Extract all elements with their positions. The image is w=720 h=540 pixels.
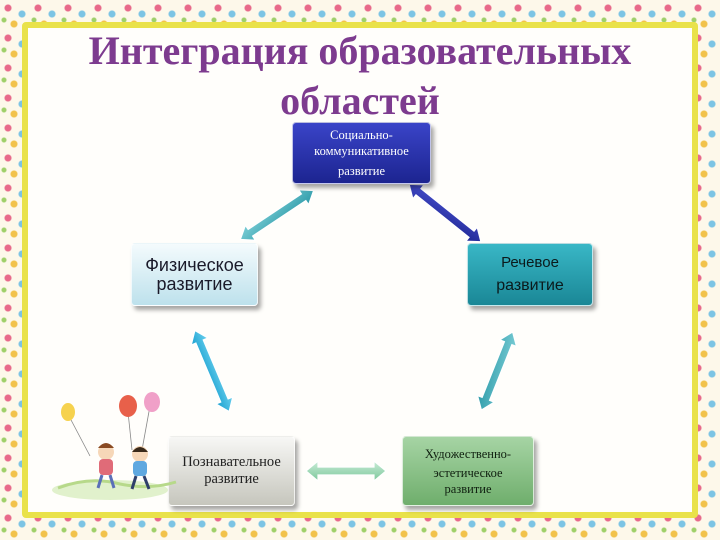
node-artistic-line-2: эстетическое	[433, 465, 503, 480]
arrow-physical-cognitive	[190, 329, 234, 413]
node-cognitive-line-1: Познавательное	[182, 454, 281, 470]
node-speech-line-2: развитие	[496, 277, 564, 294]
node-physical-line-2: развитие	[156, 273, 233, 294]
node-artistic-aesthetic: Художественно- эстетическое развитие	[402, 436, 534, 506]
arrow-social-physical	[239, 189, 315, 241]
node-social-line-1: Социально-	[330, 128, 393, 142]
node-artistic-line-3: развитие	[444, 481, 492, 496]
node-cognitive: Познавательное развитие	[168, 436, 295, 506]
node-physical: Физическое развитие	[131, 243, 258, 306]
node-artistic-line-1: Художественно-	[424, 446, 512, 461]
node-speech-line-1: Речевое	[501, 254, 559, 271]
node-social-line-3: развитие	[337, 164, 386, 178]
arrow-cognitive-artistic	[305, 459, 387, 483]
node-cognitive-line-2: развитие	[204, 471, 259, 487]
arrow-speech-artistic	[476, 331, 518, 411]
slide-title: Интеграция образовательных областей	[0, 26, 720, 126]
arrow-social-speech	[408, 183, 482, 243]
node-physical-line-1: Физическое	[145, 254, 244, 275]
node-social-communicative: Социально- коммуникативное развитие	[292, 122, 431, 184]
slide-title-line-1: Интеграция образовательных	[88, 28, 632, 73]
node-speech: Речевое развитие	[467, 243, 593, 306]
slide-title-line-2: областей	[280, 78, 440, 123]
children-with-balloons-illustration	[52, 392, 177, 500]
node-social-line-2: коммуникативное	[314, 144, 409, 158]
